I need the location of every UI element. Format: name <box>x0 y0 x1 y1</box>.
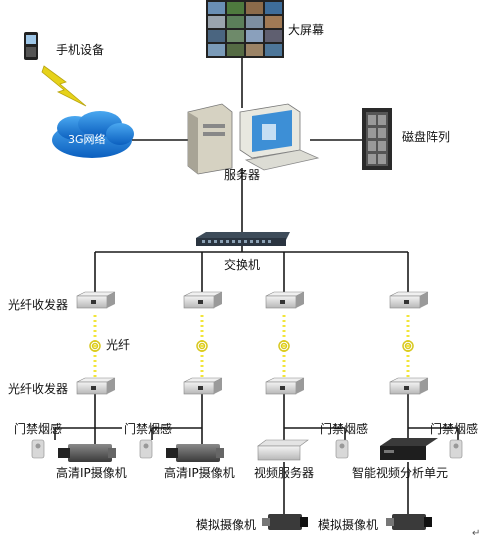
access-smoke-sensor-icon <box>449 439 463 459</box>
video-wall-icon <box>206 0 284 58</box>
fiber-coil-icons <box>89 340 414 352</box>
access-smoke-sensors <box>31 439 463 459</box>
fiber-transceiver-icon <box>76 291 116 309</box>
hd-ip-camera-1-label: 高清IP摄像机 <box>56 466 127 480</box>
server-workstation-icon <box>187 103 320 175</box>
access-smoke-label-2: 门禁烟感 <box>124 422 173 436</box>
analog-camera-2-label: 模拟摄像机 <box>318 518 379 532</box>
access-smoke-sensor-icon <box>139 439 153 459</box>
hd-ip-camera-1-icon <box>58 444 116 462</box>
3g-network-cloud-icon <box>52 111 134 158</box>
access-smoke-sensor-icon <box>31 439 45 459</box>
analog-camera-1-icon <box>262 514 308 530</box>
fiber-transceiver-top-label: 光纤收发器 <box>8 298 69 312</box>
hd-ip-camera-2-label: 高清IP摄像机 <box>164 466 235 480</box>
mobile-phone-icon <box>24 32 38 60</box>
mobile-device-label: 手机设备 <box>56 43 105 57</box>
fiber-transceiver-icon <box>265 291 305 309</box>
hd-ip-camera-2-icon <box>166 444 224 462</box>
connection-lines <box>54 58 459 520</box>
analog-camera-2-icon <box>386 514 432 530</box>
access-smoke-label-1: 门禁烟感 <box>14 422 63 436</box>
fiber-transceiver-icon <box>183 377 223 395</box>
fiber-transceiver-icon <box>76 377 116 395</box>
fiber-links <box>93 315 410 378</box>
access-smoke-label-3: 门禁烟感 <box>320 422 369 436</box>
3g-network-label: 3G网络 <box>68 133 106 146</box>
big-screen-label: 大屏幕 <box>288 23 325 37</box>
access-smoke-sensor-icon <box>335 439 349 459</box>
smart-video-unit-label: 智能视频分析单元 <box>352 466 449 480</box>
network-switch-icon <box>196 232 290 246</box>
video-server-label: 视频服务器 <box>254 466 315 480</box>
fiber-label: 光纤 <box>106 338 131 352</box>
fiber-transceiver-icon <box>389 377 429 395</box>
fiber-transceiver-icon <box>389 291 429 309</box>
paragraph-mark: ↵ <box>472 528 480 539</box>
disk-array-label: 磁盘阵列 <box>402 130 451 144</box>
analog-camera-1-label: 模拟摄像机 <box>196 518 257 532</box>
smart-video-analysis-unit-icon <box>380 438 438 460</box>
switch-label: 交换机 <box>224 258 261 272</box>
fiber-transceiver-bottom-label: 光纤收发器 <box>8 382 69 396</box>
disk-array-icon <box>362 108 392 170</box>
server-label: 服务器 <box>224 168 261 182</box>
fiber-transceiver-icon <box>265 377 305 395</box>
wireless-lightning-icon <box>41 65 87 107</box>
fiber-transceiver-icon <box>183 291 223 309</box>
access-smoke-label-4: 门禁烟感 <box>430 422 479 436</box>
video-server-icon <box>257 439 309 461</box>
fiber-transceivers <box>76 291 429 395</box>
